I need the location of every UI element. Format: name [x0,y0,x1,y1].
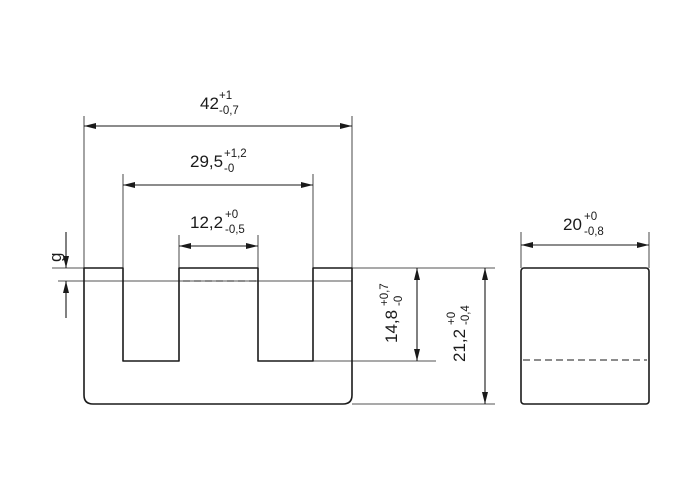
side-depth-lower-tol: -0,8 [584,226,604,238]
overall-height-upper-tol: +0 [446,312,458,325]
outer-leg-inner-width-value: 29,5 [190,152,223,171]
center-leg-width-lower-tol: -0,5 [225,224,245,236]
window-height-value: 14,8 [382,310,401,343]
overall-height-value: 21,2 [450,329,469,362]
dim-overall-width: 42 +1 -0,7 [83,90,353,268]
center-leg-width-value: 12,2 [190,213,223,232]
overall-width-upper-tol: +1 [219,90,232,102]
window-height-upper-tol: +0,7 [379,283,391,306]
overall-width-value: 42 [200,94,219,113]
dim-outer-leg-inner-width: 29,5 +1,2 -0 [122,148,314,268]
outer-leg-inner-width-lower-tol: -0 [224,163,234,175]
window-height-lower-tol: -0 [393,296,405,306]
side-depth-upper-tol: +0 [584,211,597,223]
side-depth-value: 20 [563,215,582,234]
dim-overall-height: 21,2 +0 -0,4 [352,267,495,405]
center-leg-width-upper-tol: +0 [225,209,238,221]
dim-window-height: 14,8 +0,7 -0 [313,267,436,362]
outer-leg-inner-width-upper-tol: +1,2 [224,148,247,160]
dim-gap: g [46,232,84,318]
overall-width-lower-tol: -0,7 [219,105,239,117]
gap-label: g [46,253,65,262]
overall-height-lower-tol: -0,4 [460,305,472,325]
e-core-outline [83,267,353,405]
dim-center-leg-width: 12,2 +0 -0,5 [178,209,259,268]
dim-side-depth: 20 +0 -0,8 [520,211,650,268]
side-view-outline [520,267,650,405]
